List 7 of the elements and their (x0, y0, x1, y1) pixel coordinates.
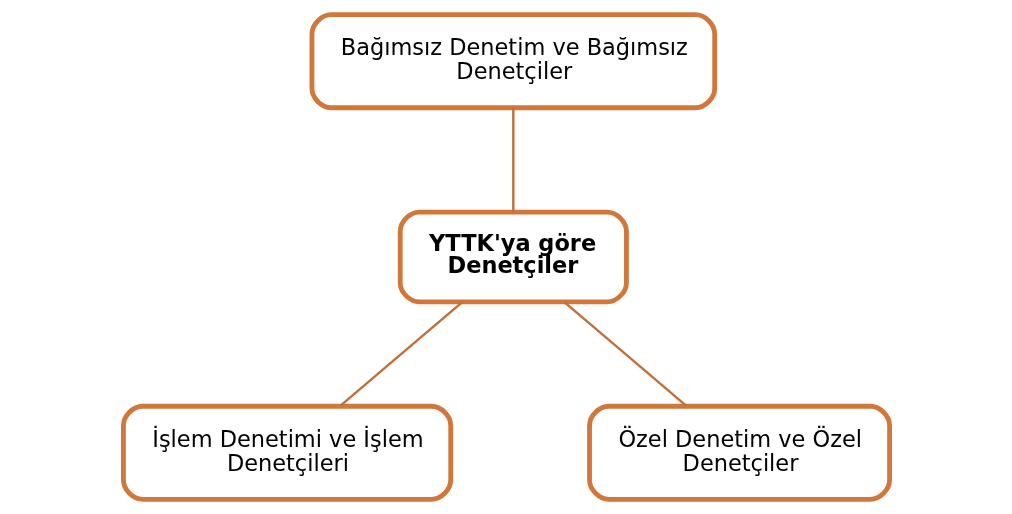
node-box: İşlem Denetimi ve İşlem Denetçileri (120, 403, 453, 502)
connector (339, 301, 463, 407)
connector (563, 301, 687, 407)
node-box: Bağımsız Denetim ve Bağımsız Denetçiler (309, 12, 717, 111)
node-box: YTTK'ya göre Denetçiler (397, 209, 629, 305)
connector (511, 108, 515, 212)
node-box: Özel Denetim ve Özel Denetçiler (586, 403, 892, 502)
